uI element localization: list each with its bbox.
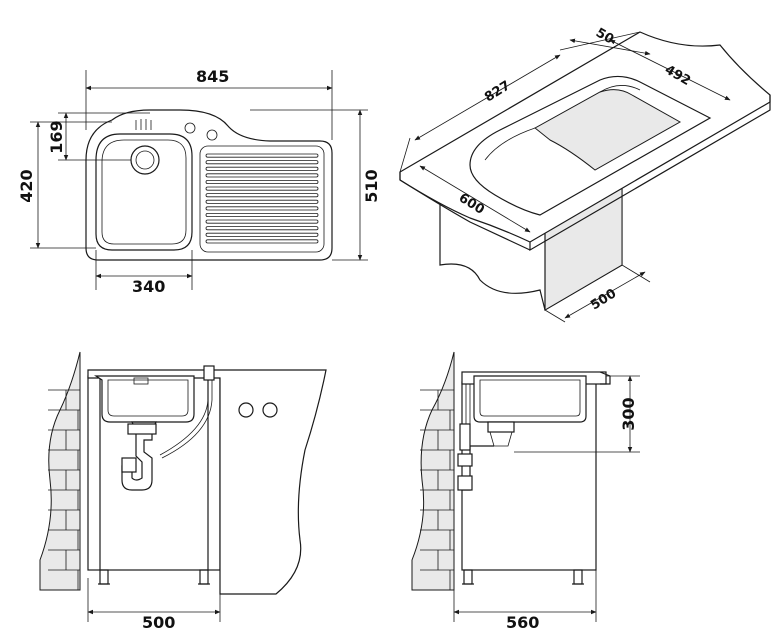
drainer-board xyxy=(199,145,325,253)
drainer-groove xyxy=(205,166,319,171)
dim-827: 827 xyxy=(482,78,513,105)
front-tap-hole xyxy=(262,402,278,418)
dim-845: 845 xyxy=(196,67,229,86)
drainer-groove xyxy=(205,212,319,217)
dim-420: 420 xyxy=(17,169,36,202)
front-legs xyxy=(98,569,210,585)
front-worktop xyxy=(87,369,327,595)
side-wall xyxy=(411,351,455,591)
iso-bowl xyxy=(534,89,682,171)
dim-500-front: 500 xyxy=(142,613,175,632)
tap-hole xyxy=(206,129,218,141)
front-trap xyxy=(121,421,157,491)
drainer-groove xyxy=(205,179,319,184)
top-view: 845 510 420 169 340 xyxy=(17,67,381,296)
dim-560: 560 xyxy=(506,613,539,632)
front-wall-bricks xyxy=(48,389,80,590)
drainer-groove xyxy=(205,206,319,211)
dim-340: 340 xyxy=(132,277,165,296)
drainer-groove xyxy=(205,219,319,224)
front-view: 500 xyxy=(39,351,327,632)
drainer-groove xyxy=(205,153,319,158)
drainer-groove xyxy=(205,239,319,244)
drainer-groove xyxy=(205,160,319,165)
drainer-groove xyxy=(205,173,319,178)
dim-169: 169 xyxy=(47,120,66,153)
front-tap-hole xyxy=(238,402,254,418)
drainer-groove xyxy=(205,199,319,204)
dim-50: 50 xyxy=(593,25,616,47)
drain-circle xyxy=(130,145,160,175)
dim-500-iso: 500 xyxy=(588,286,619,313)
side-legs xyxy=(462,569,584,585)
drainer-groove xyxy=(205,186,319,191)
side-view: 300 560 xyxy=(411,351,640,632)
tap-hole xyxy=(184,122,196,134)
sink-top-outline xyxy=(85,109,333,261)
isometric-view: 827 50 492 600 500 xyxy=(399,25,771,323)
drainer-grooves xyxy=(205,153,319,244)
dim-300: 300 xyxy=(619,397,638,430)
drainer-groove xyxy=(205,193,319,198)
bowl-outline xyxy=(95,133,193,251)
dim-510: 510 xyxy=(362,169,381,202)
front-wall xyxy=(39,351,81,591)
drainer-groove xyxy=(205,232,319,237)
side-drain xyxy=(487,421,515,433)
side-wall-bricks xyxy=(420,389,454,590)
drainer-groove xyxy=(205,226,319,231)
side-sink-bowl xyxy=(473,375,587,423)
